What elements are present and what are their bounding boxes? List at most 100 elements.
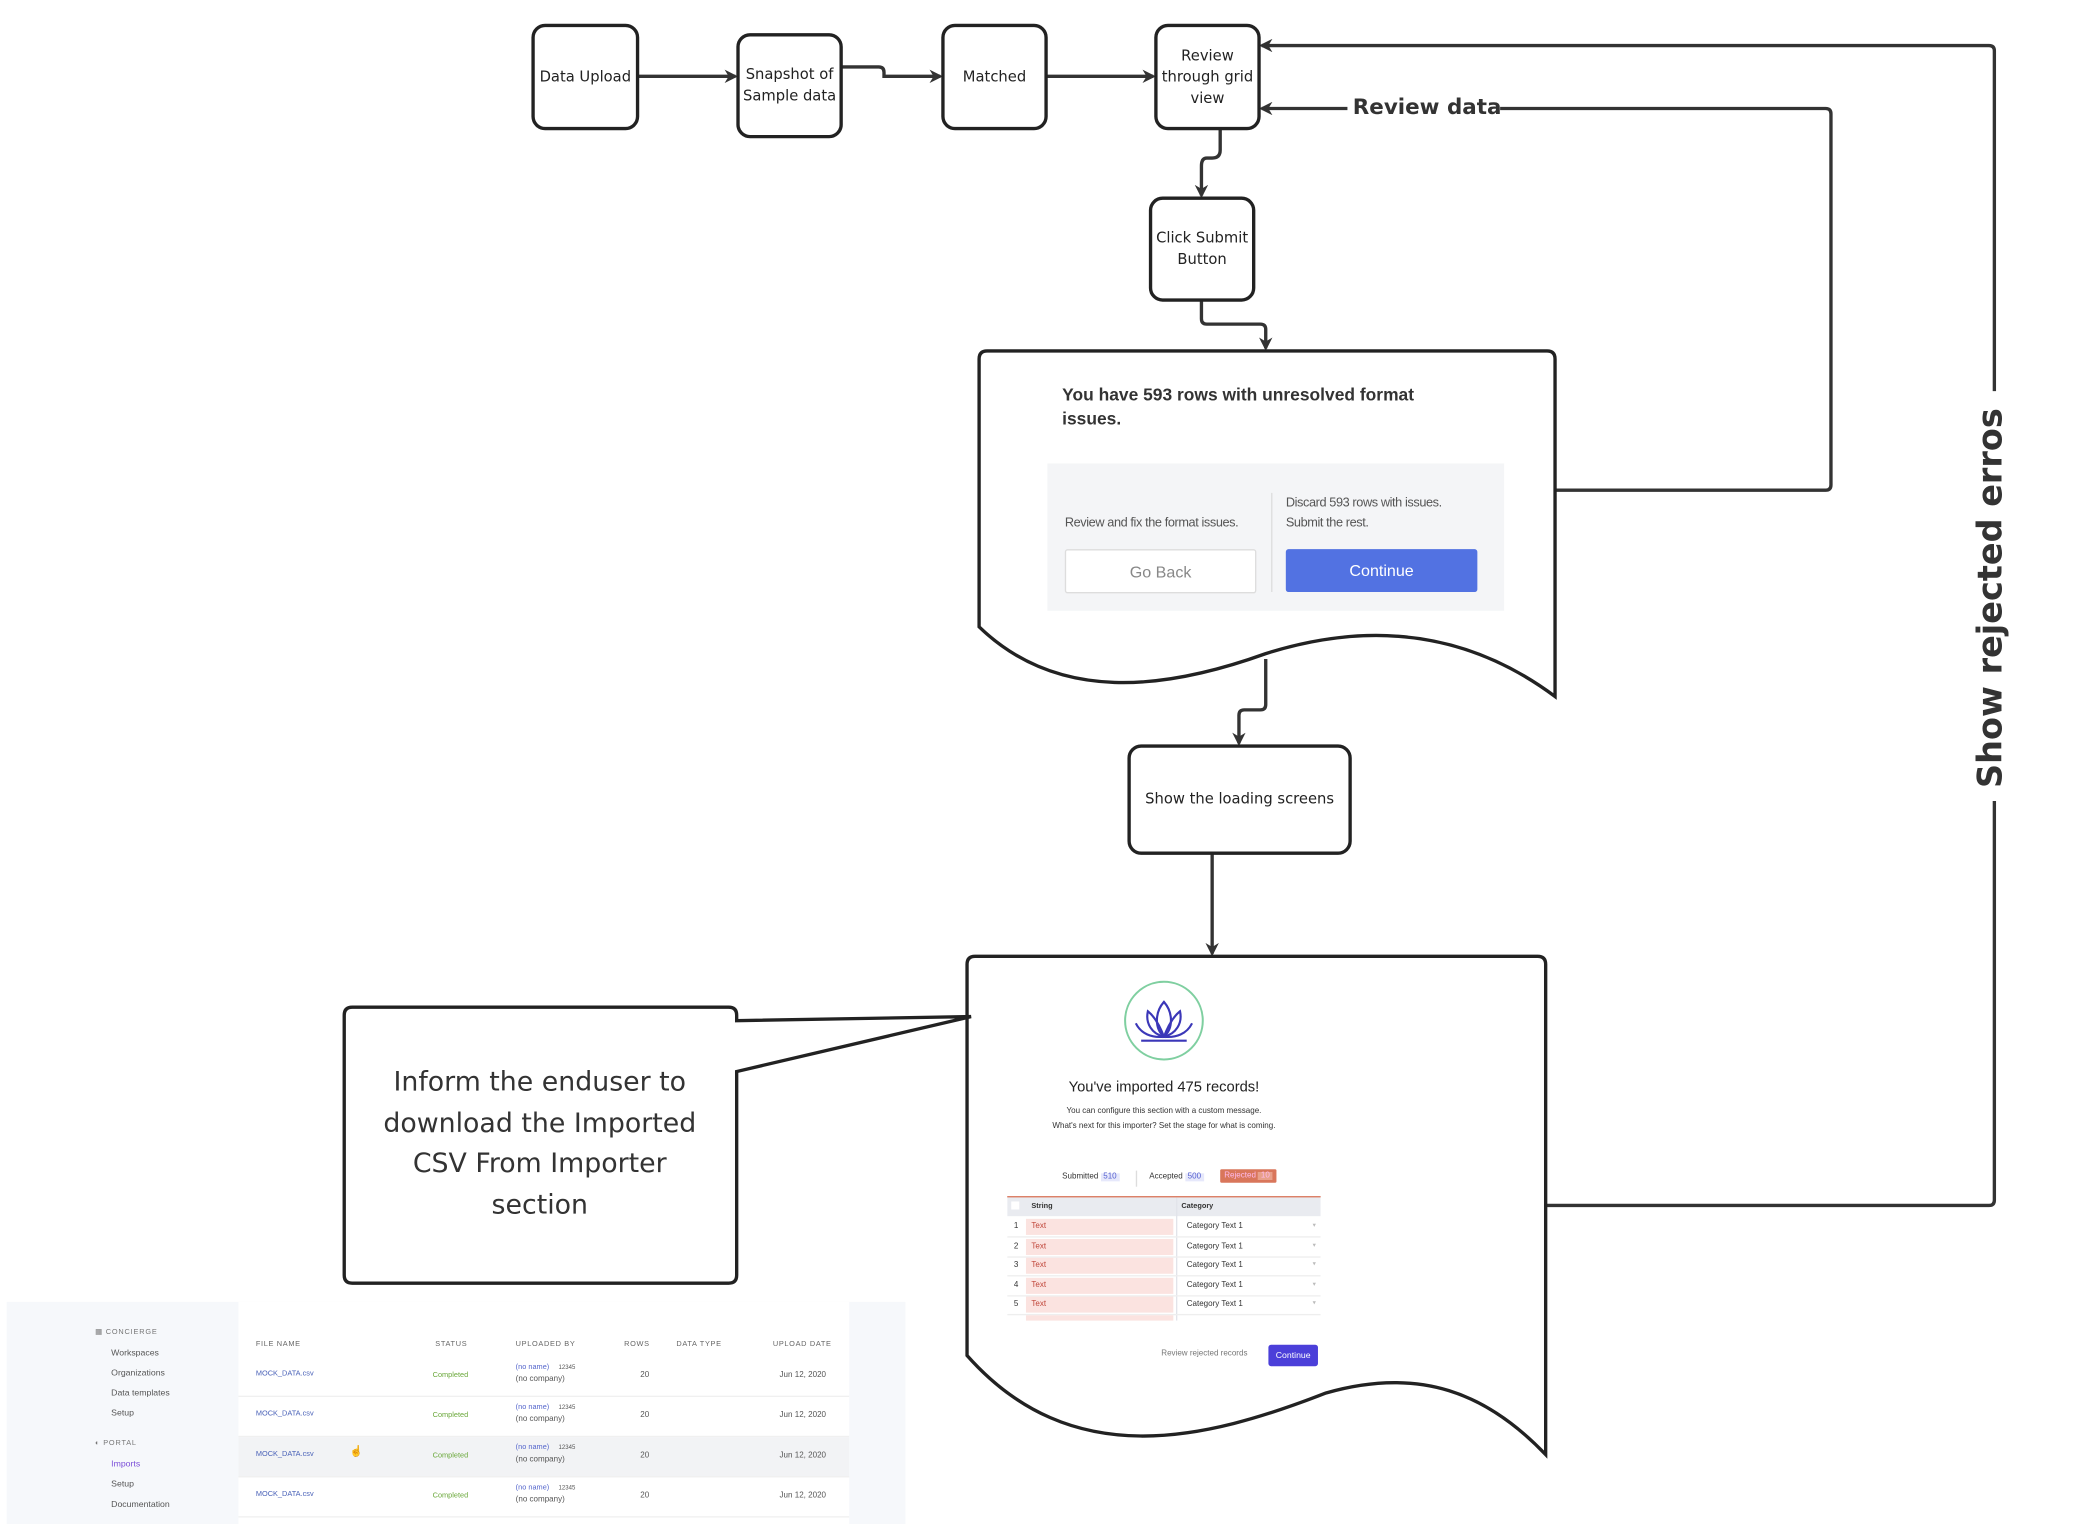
arrow-dialog-loading (1232, 658, 1268, 747)
sidebar-item[interactable]: Organizations (111, 1368, 165, 1379)
column-header: String (1031, 1202, 1053, 1211)
callout-line: Inform the enduser to (393, 1064, 687, 1097)
upload-date: Jun 12, 2020 (779, 1371, 827, 1380)
select-all-checkbox[interactable] (1011, 1201, 1020, 1210)
sidebar-item[interactable]: Documentation (111, 1500, 170, 1510)
imports-main-panel (238, 1301, 850, 1524)
uploader-company: (no company) (515, 1455, 565, 1464)
file-link[interactable]: MOCK_DATA.csv (255, 1450, 314, 1459)
uploader-name-link[interactable]: (no name) (515, 1443, 550, 1452)
uploader-id: 12345 (558, 1484, 576, 1491)
callout-shape (342, 1005, 972, 1285)
status-badge: Completed (432, 1411, 469, 1420)
sidebar-section-concierge: ▦ CONCIERGE (95, 1328, 158, 1337)
logo-circle (1124, 980, 1204, 1061)
status-badge: Completed (432, 1492, 469, 1501)
string-cell[interactable]: Text (1025, 1238, 1174, 1255)
file-link[interactable]: MOCK_DATA.csv (255, 1490, 314, 1499)
tab-rejected[interactable]: Rejected 10 (1220, 1169, 1277, 1183)
tab-accepted[interactable]: Accepted 500 (1149, 1173, 1204, 1182)
chevron-down-icon[interactable]: ▾ (1312, 1299, 1316, 1308)
category-value[interactable]: Category Text 1 (1186, 1261, 1243, 1270)
node-data-upload (531, 23, 640, 131)
node-snapshot-label: Snapshot of Sample data (743, 65, 837, 105)
sidebar-section-label: PORTAL (103, 1439, 137, 1448)
string-cell[interactable]: Text (1025, 1277, 1174, 1294)
column-header: Category (1181, 1202, 1214, 1211)
callout-text: Inform the enduser to download the Impor… (351, 1061, 729, 1224)
node-review-grid-label: Review through grid view (1161, 46, 1254, 107)
dialog-options-panel: Review and fix the format issues. Discar… (1047, 463, 1505, 611)
tab-submitted[interactable]: Submitted 510 (1062, 1173, 1120, 1182)
rows-count: 20 (640, 1451, 650, 1460)
node-loading-label: Show the loading screens (1145, 790, 1335, 808)
chevron-down-icon[interactable]: ▾ (1312, 1240, 1316, 1249)
string-value: Text (1031, 1300, 1047, 1309)
sidebar-item[interactable]: Setup (111, 1409, 134, 1419)
node-matched (941, 23, 1048, 131)
upload-date: Jun 12, 2020 (779, 1492, 827, 1501)
callout-line: download the Imported (383, 1105, 697, 1138)
sidebar-section-label: CONCIERGE (105, 1328, 158, 1337)
uploader-name-link[interactable]: (no name) (515, 1403, 550, 1412)
column-header: FILE NAME (255, 1340, 301, 1349)
string-value: Text (1031, 1261, 1047, 1270)
uploader-id: 12345 (558, 1403, 576, 1411)
uploader-name-link[interactable]: (no name) (515, 1363, 550, 1372)
arrow-show-rejected (1262, 46, 1997, 1208)
row-number: 4 (1013, 1281, 1019, 1290)
edge-label-review-data: Review data (1352, 93, 1502, 120)
node-click-submit-label: Click Submit Button (1156, 229, 1249, 268)
category-value[interactable]: Category Text 1 (1186, 1242, 1243, 1251)
callout-line: section (491, 1187, 589, 1220)
file-link[interactable]: MOCK_DATA.csv (255, 1410, 314, 1419)
status-badge: Completed (432, 1371, 469, 1380)
uploader-company: (no company) (515, 1415, 565, 1424)
chevron-down-icon[interactable]: ▾ (1312, 1279, 1316, 1288)
uploader-company: (no company) (515, 1496, 565, 1505)
row-number: 3 (1013, 1261, 1019, 1270)
tab-count: 510 (1100, 1173, 1120, 1182)
file-link[interactable]: MOCK_DATA.csv (255, 1370, 314, 1379)
tab-count: 500 (1184, 1173, 1204, 1182)
upload-date: Jun 12, 2020 (779, 1451, 827, 1460)
column-header: STATUS (435, 1340, 468, 1349)
string-cell[interactable]: Text (1025, 1218, 1174, 1235)
category-value[interactable]: Category Text 1 (1186, 1281, 1243, 1290)
sidebar-item[interactable]: Setup (111, 1480, 134, 1490)
category-value[interactable]: Category Text 1 (1186, 1222, 1243, 1231)
node-review-grid (1154, 23, 1261, 131)
row-number: 5 (1013, 1300, 1019, 1309)
continue-button[interactable]: Continue (1285, 549, 1478, 593)
table-row[interactable]: MOCK_DATA.csv Completed (no name) 12345 (no … (238, 1477, 850, 1518)
tab-label: Rejected (1224, 1171, 1256, 1181)
tab-label: Accepted (1149, 1173, 1183, 1182)
string-cell[interactable]: Text (1025, 1296, 1174, 1313)
sidebar-item[interactable]: Workspaces (111, 1348, 159, 1359)
sidebar-item[interactable]: Imports (111, 1459, 141, 1470)
sidebar-item[interactable]: Data templates (111, 1388, 170, 1399)
tab-divider (1135, 1170, 1138, 1187)
rows-count: 20 (640, 1411, 650, 1420)
node-click-submit (1148, 196, 1256, 302)
import-subtitle-line: What's next for this importer? Set the s… (1052, 1122, 1276, 1131)
chevron-down-icon[interactable]: ▾ (1312, 1221, 1316, 1230)
chevron-down-icon[interactable]: ▾ (1312, 1260, 1316, 1269)
import-continue-button[interactable]: Continue (1268, 1344, 1318, 1367)
continue-description-line: Discard 593 rows with issues. (1285, 495, 1442, 511)
status-badge: Completed (432, 1451, 469, 1460)
table-row[interactable]: MOCK_DATA.csv Completed (no name) 12345 (no … (238, 1397, 850, 1438)
go-back-button[interactable]: Go Back (1064, 549, 1257, 594)
string-cell[interactable]: Text (1025, 1257, 1174, 1274)
uploader-name-link[interactable]: (no name) (515, 1484, 550, 1493)
arrow-review-data (1262, 108, 1833, 492)
row-number: 1 (1013, 1222, 1019, 1231)
category-value[interactable]: Category Text 1 (1186, 1300, 1243, 1309)
string-value: Text (1031, 1222, 1047, 1231)
review-rejected-link[interactable]: Review rejected records (1161, 1350, 1248, 1359)
